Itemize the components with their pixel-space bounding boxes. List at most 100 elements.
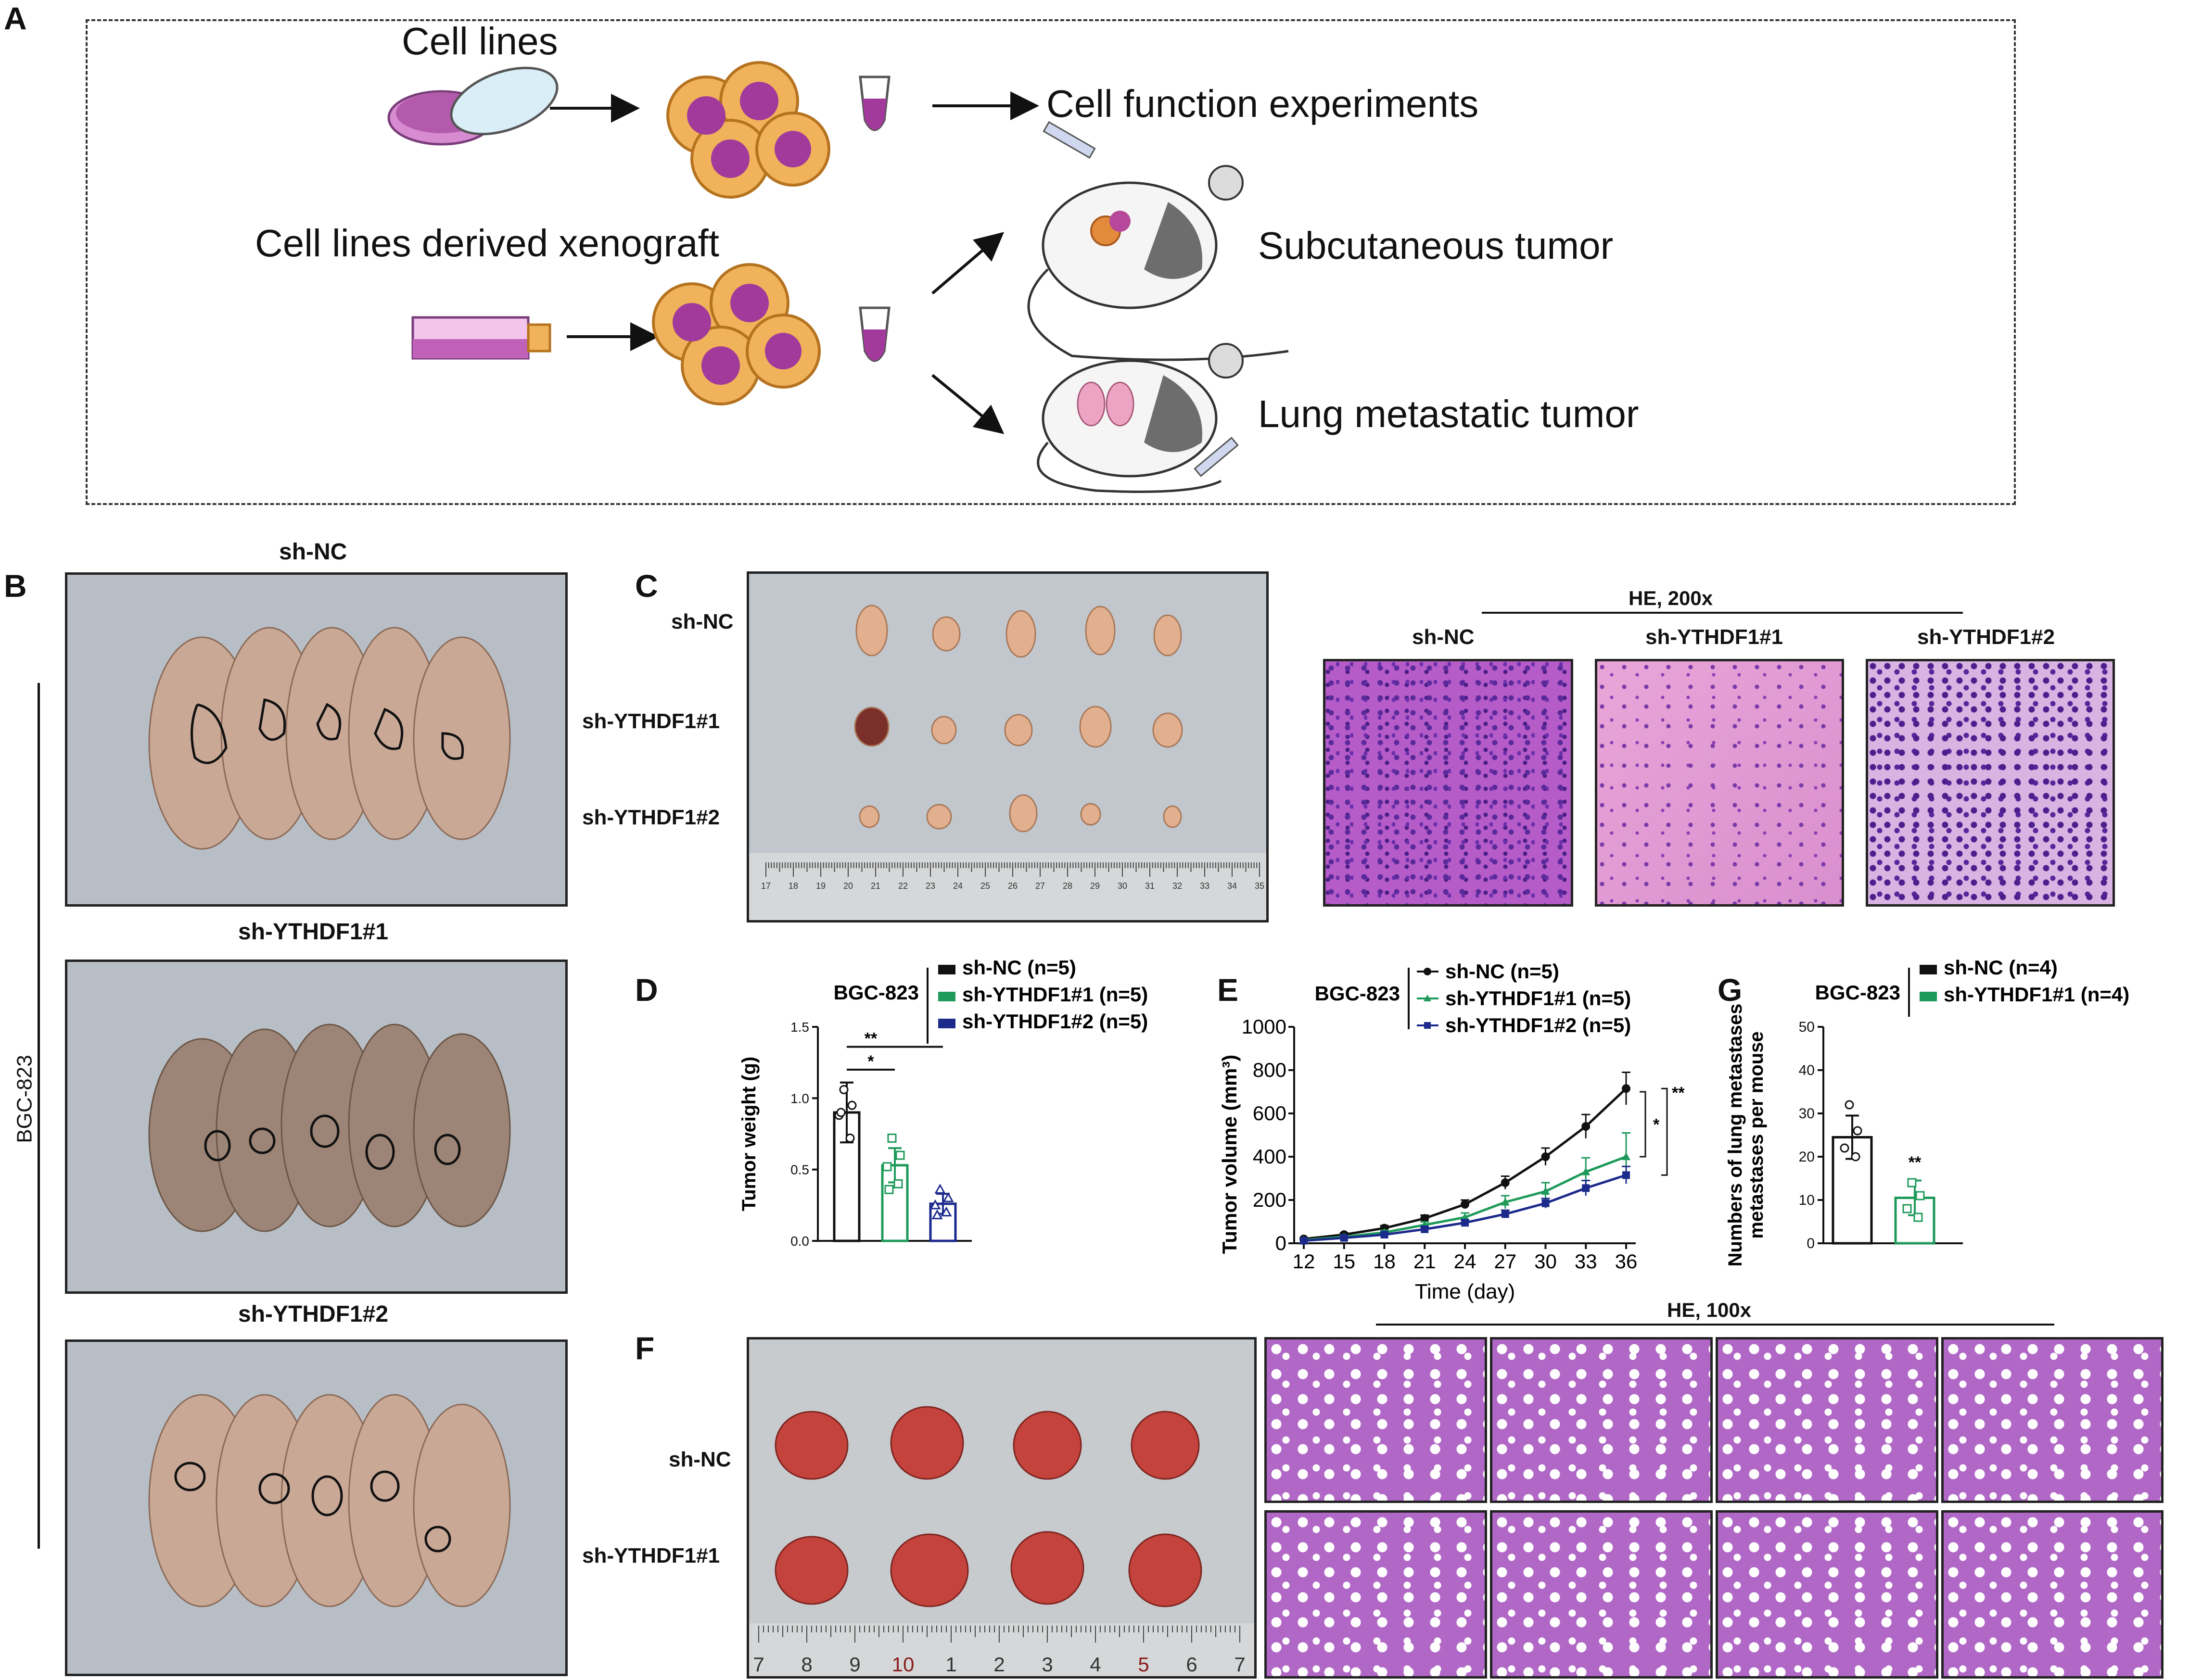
mouse-photo-sh-nc	[65, 572, 568, 907]
panel-a-cell-function-label: Cell function experiments	[1046, 82, 1479, 125]
legend-label: sh-NC (n=5)	[1445, 960, 1559, 983]
ruler-label: 7	[753, 1653, 764, 1676]
legend-label: sh-YTHDF1#1 (n=5)	[962, 983, 1148, 1006]
chart-title: BGC-823	[1315, 982, 1400, 1005]
data-point	[1902, 1204, 1912, 1213]
data-point	[1421, 1225, 1429, 1233]
panel-a-lung-label: Lung metastatic tumor	[1258, 392, 1639, 435]
panel-b-title-1: sh-NC	[279, 539, 347, 565]
x-axis-label: Time (day)	[1415, 1280, 1515, 1303]
panel-letter-e: E	[1217, 972, 1239, 1008]
panel-c-he-line	[1482, 612, 1963, 614]
data-point	[1461, 1200, 1469, 1209]
legend-label: sh-YTHDF1#2 (n=5)	[1445, 1014, 1631, 1036]
ruler-label: 20	[843, 881, 853, 891]
y-tick-label: 200	[1253, 1188, 1286, 1211]
panel-c-row-label-3: sh-YTHDF1#2	[582, 806, 720, 829]
ruler-label: 25	[980, 881, 990, 891]
mouse-photo-sh-ythdf1-1	[65, 960, 568, 1294]
y-tick-label: 1.5	[790, 1020, 809, 1035]
panel-c-he-title: HE, 200x	[1629, 587, 1713, 609]
ruler-label: 17	[761, 881, 771, 891]
ruler-label: 6	[1186, 1653, 1197, 1676]
panel-b-title-3: sh-YTHDF1#2	[238, 1301, 389, 1327]
data-point	[1420, 1214, 1429, 1223]
panel-f-row-label-2: sh-YTHDF1#1	[582, 1544, 720, 1567]
panel-b-side-label: BGC-823	[13, 1055, 37, 1143]
data-point	[1622, 1152, 1630, 1160]
tube-icon	[859, 306, 891, 362]
y-tick-label: 40	[1799, 1062, 1815, 1078]
y-axis-label-line-2: metastases per mouse	[1746, 1031, 1767, 1238]
ruler-label: 18	[789, 881, 798, 891]
data-point	[942, 1192, 954, 1202]
legend-marker	[1424, 1022, 1431, 1029]
panel-b-side-line	[38, 683, 40, 1549]
ruler-label: 2	[993, 1653, 1005, 1676]
panel-c-he-label-3: sh-YTHDF1#2	[1917, 625, 2055, 649]
mouse-lung-icon	[1037, 343, 1244, 493]
data-point	[1541, 1199, 1550, 1207]
y-tick-label: 1000	[1242, 1015, 1286, 1038]
x-tick-label: 12	[1293, 1250, 1315, 1273]
significance-mark: **	[865, 1030, 878, 1048]
data-point	[1840, 1143, 1849, 1153]
data-point	[1380, 1231, 1388, 1238]
y-tick-label: 30	[1799, 1106, 1815, 1122]
legend-label: sh-YTHDF1#2 (n=5)	[962, 1010, 1148, 1033]
ruler-label: 9	[849, 1653, 860, 1676]
data-point	[895, 1150, 905, 1160]
data-point	[934, 1184, 946, 1194]
legend-swatch	[1920, 965, 1937, 974]
data-point	[1907, 1178, 1917, 1187]
y-axis-label: Tumor volume (mm³)	[1218, 1055, 1241, 1254]
bar-2	[929, 1202, 957, 1242]
ruler-label: 31	[1145, 881, 1155, 891]
panel-letter-c: C	[635, 568, 658, 604]
x-tick-label: 36	[1615, 1250, 1638, 1273]
data-point	[1581, 1167, 1591, 1175]
ruler-label: 29	[1090, 881, 1100, 891]
chart-title: BGC-823	[834, 981, 919, 1004]
significance-bracket	[1661, 1087, 1668, 1176]
legend-swatch	[938, 992, 955, 1001]
panel-letter-d: D	[635, 972, 658, 1008]
legend-marker	[1424, 995, 1431, 1001]
ruler-label: 27	[1035, 881, 1045, 891]
panel-f-row-label-1: sh-NC	[669, 1448, 731, 1471]
data-point	[1340, 1234, 1348, 1242]
lung-he-image-ythdf1-2	[1490, 1510, 1713, 1679]
significance-mark: *	[1653, 1116, 1660, 1134]
lung-he-image-nc-2	[1490, 1337, 1713, 1503]
data-point	[1541, 1187, 1550, 1195]
data-point	[884, 1185, 894, 1194]
he-image-sh-nc	[1323, 659, 1573, 907]
data-point	[1581, 1122, 1591, 1131]
x-tick-label: 24	[1454, 1250, 1476, 1273]
panel-c-row-label-2: sh-YTHDF1#1	[582, 709, 720, 733]
y-tick-label: 0	[1275, 1232, 1286, 1254]
chart-title: BGC-823	[1815, 981, 1900, 1004]
panel-a-illustrations	[387, 61, 1289, 493]
data-point	[1853, 1126, 1862, 1136]
y-tick-label: 0.0	[790, 1234, 809, 1249]
data-point	[845, 1133, 855, 1143]
lung-he-image-ythdf1-1	[1264, 1510, 1487, 1679]
significance-mark: **	[1909, 1153, 1922, 1172]
legend-label: sh-YTHDF1#1 (n=5)	[1445, 987, 1631, 1010]
ruler-label: 8	[801, 1653, 812, 1676]
mouse-subcutaneous-icon	[1027, 121, 1289, 361]
legend-swatch	[938, 1019, 955, 1028]
legend-label: sh-YTHDF1#1 (n=4)	[1944, 983, 2129, 1006]
x-tick-label: 30	[1534, 1250, 1557, 1273]
ruler-label: 22	[898, 881, 908, 891]
data-point	[1461, 1213, 1469, 1221]
data-point	[836, 1108, 846, 1117]
ruler-label: 10	[892, 1653, 915, 1676]
x-tick-label: 15	[1333, 1250, 1355, 1273]
data-point	[1582, 1184, 1590, 1192]
data-point	[1851, 1152, 1860, 1162]
